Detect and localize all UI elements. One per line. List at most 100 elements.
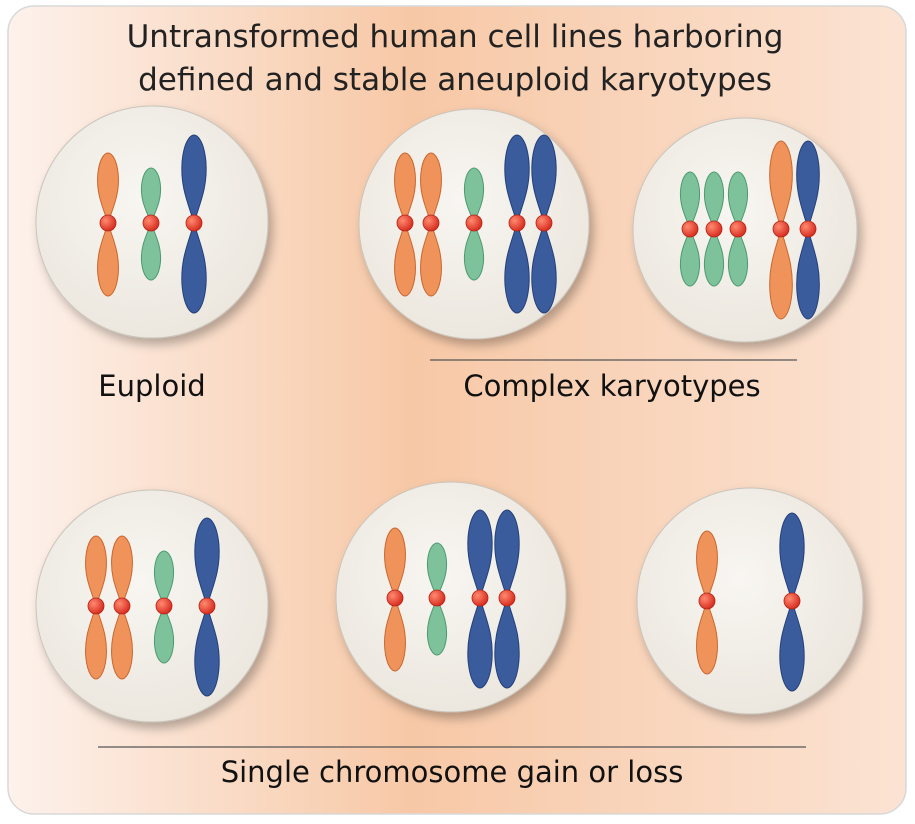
- chromosome-green: [463, 167, 485, 281]
- centromere: [471, 589, 489, 607]
- label-complex-karyotypes: Complex karyotypes: [463, 369, 760, 403]
- chromosome-orange: [696, 530, 718, 675]
- chromosome-arm-top: [420, 152, 442, 225]
- chromosome-arm-bottom: [494, 596, 520, 689]
- chromosome-orange: [384, 527, 406, 672]
- chromosome-orange: [111, 535, 133, 680]
- chromosome-arm-top: [703, 171, 725, 231]
- chromosome-arm-bottom: [111, 604, 133, 680]
- chromosome-arm-bottom: [140, 221, 162, 281]
- cell-nucleus: [636, 487, 864, 715]
- chromosome-green: [140, 167, 162, 281]
- chromosome-arm-bottom: [97, 221, 119, 297]
- chromosome-arm-bottom: [531, 221, 557, 314]
- cell-complex-2: [632, 117, 858, 343]
- centromere: [535, 214, 553, 232]
- chromosome-arm-top: [394, 152, 416, 225]
- centromere: [185, 214, 203, 232]
- chromosome-blue: [796, 140, 820, 320]
- chromosome-arm-bottom: [463, 221, 485, 281]
- centromere: [498, 589, 516, 607]
- chromosome-orange: [85, 535, 107, 680]
- chromosome-arm-bottom: [779, 599, 805, 692]
- chromosome-blue: [531, 134, 557, 314]
- chromosome-arm-top: [85, 535, 107, 608]
- chromosome-arm-bottom: [504, 221, 530, 314]
- centromere: [772, 220, 790, 238]
- cell-single-1: [35, 489, 269, 723]
- centromere: [729, 220, 747, 238]
- cell-single-3: [636, 487, 864, 715]
- chromosome-arm-bottom: [420, 221, 442, 297]
- chromosome-arm-top: [384, 527, 406, 600]
- cells-layer: [35, 105, 864, 723]
- centromere: [465, 214, 483, 232]
- cell-nucleus: [335, 481, 567, 713]
- chromosome-arm-top: [531, 134, 557, 225]
- chromosome-blue: [504, 134, 530, 314]
- chromosome-green: [703, 171, 725, 287]
- chromosome-arm-bottom: [703, 227, 725, 287]
- centromere: [705, 220, 723, 238]
- chromosome-orange: [769, 140, 793, 320]
- chromosome-orange: [420, 152, 442, 297]
- centromere: [386, 589, 404, 607]
- centromere: [799, 220, 817, 238]
- chromosome-arm-bottom: [679, 227, 701, 287]
- chromosome-arm-top: [769, 140, 793, 231]
- chromosome-blue: [494, 509, 520, 689]
- chromosome-arm-bottom: [194, 604, 220, 697]
- chromosome-arm-top: [696, 530, 718, 603]
- label-euploid: Euploid: [98, 369, 205, 403]
- chromosome-arm-bottom: [696, 599, 718, 675]
- cell-euploid: [35, 105, 269, 339]
- centromere: [87, 597, 105, 615]
- chromosome-arm-top: [426, 542, 448, 600]
- chromosome-arm-bottom: [181, 221, 207, 314]
- chromosome-arm-bottom: [384, 596, 406, 672]
- chromosome-blue: [181, 134, 207, 314]
- chromosome-arm-bottom: [426, 596, 448, 656]
- centromere: [396, 214, 414, 232]
- centromere: [783, 592, 801, 610]
- chromosome-arm-bottom: [153, 604, 175, 664]
- chromosome-blue: [779, 512, 805, 692]
- chromosome-arm-bottom: [796, 228, 820, 320]
- chromosome-arm-bottom: [467, 596, 493, 689]
- title-line-2: defined and stable aneuploid karyotypes: [138, 62, 772, 98]
- chromosome-green: [426, 542, 448, 656]
- centromere: [681, 220, 699, 238]
- label-single-chromosome: Single chromosome gain or loss: [221, 755, 684, 789]
- chromosome-arm-top: [679, 171, 701, 231]
- chromosome-arm-top: [153, 550, 175, 608]
- cell-single-2: [335, 481, 567, 713]
- chromosome-arm-top: [504, 134, 530, 225]
- chromosome-arm-top: [97, 152, 119, 225]
- chromosome-arm-bottom: [394, 221, 416, 297]
- cell-complex-1: [358, 108, 590, 340]
- chromosome-arm-top: [796, 140, 820, 231]
- chromosome-orange: [394, 152, 416, 297]
- centromere: [422, 214, 440, 232]
- centromere: [155, 597, 173, 615]
- chromosome-arm-top: [140, 167, 162, 225]
- chromosome-green: [153, 550, 175, 664]
- chromosome-arm-bottom: [769, 228, 793, 320]
- centromere: [113, 597, 131, 615]
- chromosome-arm-top: [467, 509, 493, 600]
- chromosome-blue: [194, 517, 220, 697]
- title-line-1: Untransformed human cell lines harboring: [127, 19, 784, 55]
- cell-nucleus: [35, 489, 269, 723]
- chromosome-arm-bottom: [85, 604, 107, 680]
- chromosome-arm-top: [727, 171, 749, 231]
- chromosome-arm-bottom: [727, 227, 749, 287]
- chromosome-blue: [467, 509, 493, 689]
- chromosome-arm-top: [779, 512, 805, 603]
- chromosome-arm-top: [111, 535, 133, 608]
- chromosome-orange: [97, 152, 119, 297]
- chromosome-green: [679, 171, 701, 287]
- centromere: [198, 597, 216, 615]
- centromere: [142, 214, 160, 232]
